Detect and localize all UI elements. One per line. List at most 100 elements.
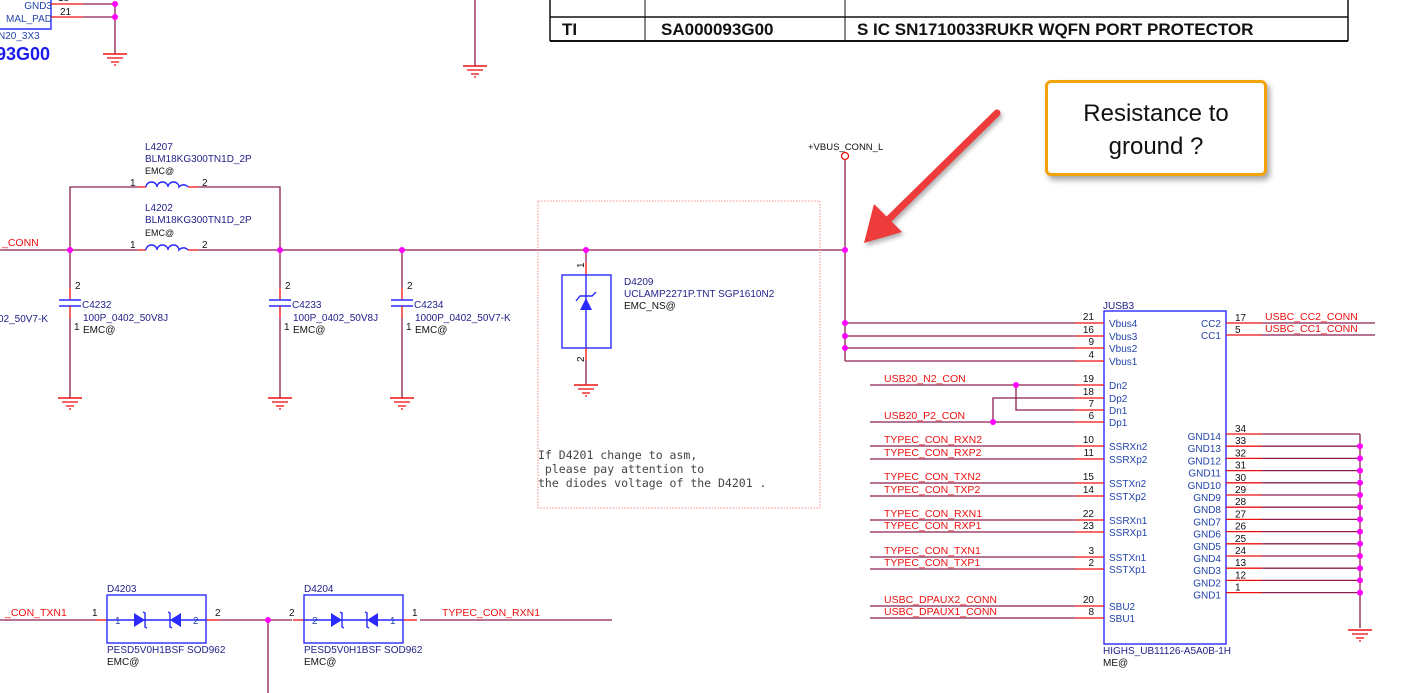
pin-number: 7: [1088, 399, 1094, 410]
pin-number: 1: [412, 608, 418, 619]
ref-designator: C4234: [414, 300, 444, 311]
pin-number: 28: [1235, 497, 1247, 508]
part-value: 1000P_0402_50V7-K: [415, 313, 511, 324]
pin-number: 1: [130, 178, 136, 189]
part-value: 100P_0402_50V8J: [293, 313, 378, 324]
pin-name: CC1: [1201, 331, 1221, 342]
pin-number: 34: [1235, 424, 1247, 435]
callout-line: ground ?: [1108, 133, 1204, 160]
design-note-line: If D4201 change to asm,: [538, 448, 697, 462]
pin-number: 9: [1088, 337, 1094, 348]
pin-number: 25: [1235, 534, 1247, 545]
ref-designator: D4209: [624, 277, 654, 288]
pin-name: SSTXn1: [1109, 553, 1147, 564]
ic-footprint: N20_3X3: [0, 31, 40, 42]
pin-number: 18: [1083, 387, 1095, 398]
net-label-vbus-in: _CONN: [1, 237, 39, 249]
junction-dot: [265, 617, 271, 623]
connector-pin-gnd11: GND11 31: [1188, 461, 1363, 480]
net-label: TYPEC_CON_TXP2: [884, 484, 980, 496]
pin-name: SSRXp1: [1109, 528, 1148, 539]
net-label: USB20_N2_CON: [884, 373, 966, 385]
pin-name: GND3: [1193, 566, 1221, 577]
diode-icon: [331, 613, 342, 627]
pin-name: Vbus1: [1109, 357, 1138, 368]
junction-dot: [1357, 528, 1363, 535]
pin-number: 1: [576, 262, 587, 268]
pin-name: SSTXn2: [1109, 479, 1147, 490]
net-label: USBC_CC2_CONN: [1265, 311, 1358, 323]
pin-name: GND12: [1188, 456, 1222, 467]
pin-number: 31: [1235, 461, 1247, 472]
pin-number: 6: [1088, 411, 1094, 422]
part-tag: EMC@: [145, 228, 174, 238]
callout-line: Resistance to: [1083, 100, 1229, 127]
pin-name: SSRXn2: [1109, 442, 1148, 453]
connector-body: [1103, 310, 1227, 645]
junction-dot: [1357, 589, 1363, 596]
part-value: BLM18KG300TN1D_2P: [145, 154, 252, 165]
parts-table: TI SA000093G00 S IC SN1710033RUKR WQFN P…: [549, 0, 1349, 42]
ref-designator: C4233: [292, 300, 322, 311]
part-tag: EMC@: [415, 325, 447, 336]
pin-number: 2: [407, 281, 413, 292]
pin-name: Dp1: [1109, 418, 1128, 429]
pin-number: 4: [1088, 350, 1094, 361]
pin-number: 1: [390, 616, 396, 627]
pin-number: 2: [202, 240, 208, 251]
table-cell-part: SA000093G00: [661, 20, 773, 39]
pin-number: 24: [1235, 546, 1247, 557]
ground-symbol: [573, 384, 599, 397]
connector-pin-gnd8: GND8 28: [1193, 497, 1363, 516]
junction-dot: [1357, 443, 1363, 450]
pin-name: SBU2: [1109, 602, 1136, 613]
net-label: USBC_CC1_CONN: [1265, 323, 1358, 335]
pin-number: 23: [1083, 521, 1095, 532]
pin-number: 2: [576, 356, 587, 362]
pin-number: 1: [92, 608, 98, 619]
junction-dot: [1357, 516, 1363, 523]
part-tag: EMC@: [83, 325, 115, 336]
tvs-diode-d4209: 1 2 D4209 UCLAMP2271P.TNT SGP1610N2 EMC_…: [537, 200, 821, 509]
pin-name: SSRXn1: [1109, 516, 1148, 527]
cut-cap-value: 02_50V7-K: [0, 314, 48, 325]
pin-name: GND13: [1188, 444, 1222, 455]
pin-number: 2: [202, 178, 208, 189]
pin-name: GND7: [1193, 517, 1221, 528]
pin-name: GND8: [1193, 505, 1221, 516]
junction-dot: [990, 419, 996, 425]
diode-icon: [367, 613, 378, 627]
pin-name: GND1: [1193, 591, 1221, 602]
ic-pin-number: 18: [58, 0, 70, 4]
pin-number: 1: [284, 322, 290, 333]
part-value: HIGHS_UB11126-A5A0B-1H: [1103, 646, 1231, 657]
part-tag: EMC@: [304, 657, 336, 668]
net-label: TYPEC_CON_RXN1: [442, 607, 540, 619]
pin-number: 2: [75, 281, 81, 292]
junction-dot: [1357, 504, 1363, 511]
pin-number: 26: [1235, 522, 1247, 533]
connector-pin-gnd5: GND5 25: [1193, 534, 1363, 553]
pin-number: 2: [285, 281, 291, 292]
junction-dot: [1357, 565, 1363, 572]
net-label: USBC_DPAUX2_CONN: [884, 594, 997, 606]
inductor-l4202: L4202 BLM18KG300TN1D_2P EMC@ 1 2: [130, 203, 252, 253]
ground-symbol: [462, 65, 488, 78]
pin-name: GND11: [1188, 469, 1221, 480]
pin-name: GND5: [1193, 542, 1221, 553]
junction-dot: [842, 320, 848, 326]
